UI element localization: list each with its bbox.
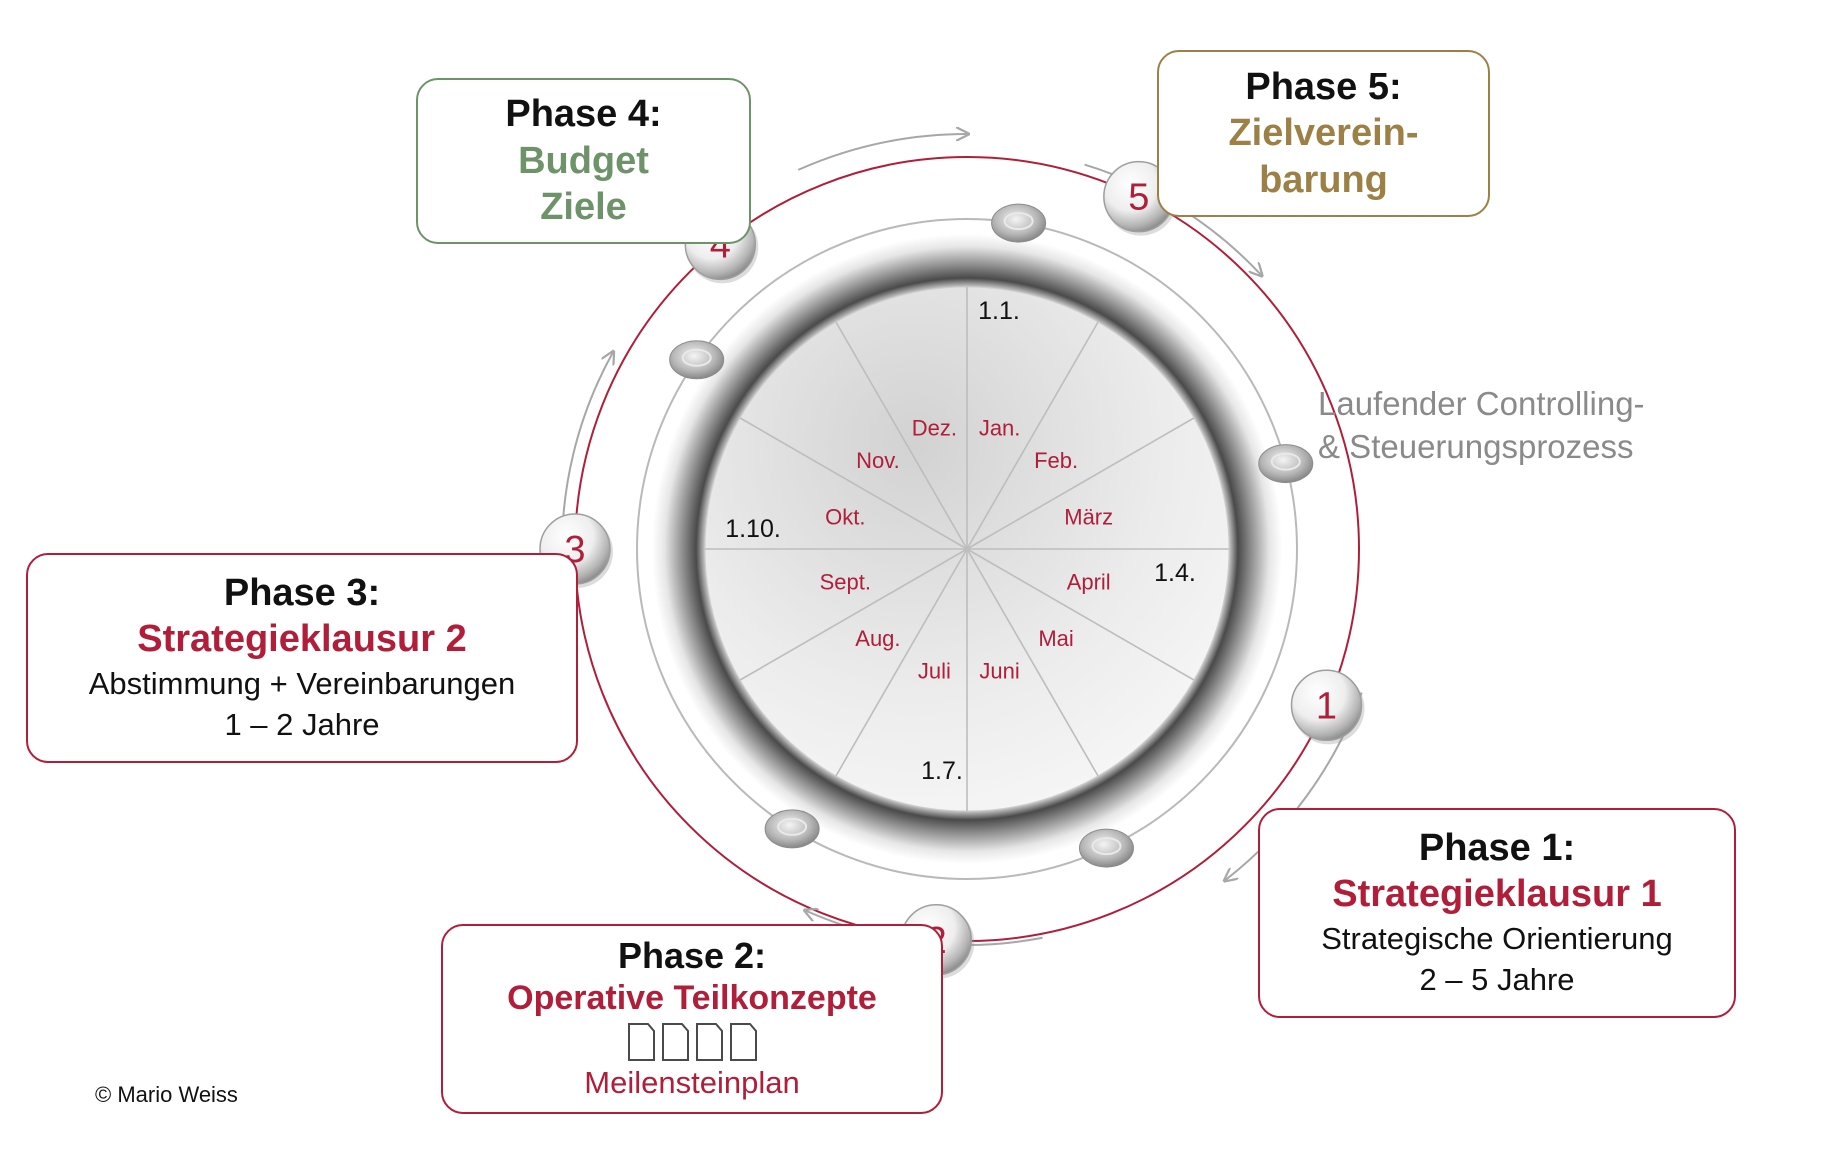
disc-marker-icon — [1258, 444, 1314, 484]
month-label: Sept. — [820, 570, 871, 595]
month-divider-line — [835, 321, 968, 550]
phase-5-subtitle-line: Zielverein- — [1228, 112, 1419, 155]
document-icon — [730, 1022, 757, 1061]
document-icon — [662, 1022, 689, 1061]
month-divider-line — [966, 417, 1195, 550]
document-icon — [696, 1022, 723, 1061]
phase-5-subtitle-line: barung — [1259, 158, 1388, 201]
month-label: Juli — [918, 659, 951, 684]
month-label: März — [1064, 504, 1113, 529]
controlling-track-ring — [636, 218, 1298, 880]
phase-3-description: Abstimmung + Vereinbarungen 1 – 2 Jahre — [89, 663, 516, 747]
phase-4-subtitle-line: Ziele — [540, 186, 627, 229]
controlling-label-line: & Steuerungsprozess — [1318, 427, 1634, 465]
quarter-date-label: 1.4. — [1154, 559, 1196, 587]
phase-2-subtitle-line: Operative Teilkonzepte — [507, 979, 877, 1018]
copyright-notice: © Mario Weiss — [95, 1082, 238, 1107]
quarter-date-label: 1.7. — [921, 757, 963, 785]
phase-2-description-line: Meilensteinplan — [584, 1064, 800, 1100]
month-label: Jan. — [979, 415, 1021, 440]
phase-3-description-line: Abstimmung + Vereinbarungen — [88, 665, 516, 701]
disc-marker-icon — [669, 340, 725, 380]
month-label: Mai — [1038, 626, 1073, 651]
month-label: Aug. — [855, 626, 900, 651]
phase-3-box: Phase 3: Strategieklausur 2 Abstimmung +… — [26, 553, 578, 763]
quarter-date-label: 1.10. — [725, 515, 781, 543]
phase-4-subtitle-line: Budget — [518, 139, 649, 182]
phase-5-box: Phase 5: Zielverein- barung — [1157, 50, 1490, 217]
phase-4-box: Phase 4: Budget Ziele — [416, 78, 751, 244]
document-icon — [628, 1022, 655, 1061]
month-divider-line — [739, 548, 968, 681]
document-icon-group — [626, 1022, 758, 1062]
phase-1-description-line: Strategische Orientierung — [1321, 920, 1673, 956]
phase-number-badge: 1 — [1290, 669, 1365, 745]
phase-2-title: Phase 2: — [617, 935, 767, 977]
month-label: April — [1067, 570, 1111, 595]
quarter-date-label: 1.1. — [978, 297, 1020, 325]
month-divider-line — [835, 548, 968, 777]
phase-1-box: Phase 1: Strategieklausur 1 Strategische… — [1258, 808, 1736, 1018]
phase-1-subtitle: Strategieklausur 1 — [1332, 871, 1661, 917]
month-divider-line — [739, 417, 968, 550]
phase-1-duration: 2 – 5 Jahre — [1419, 962, 1575, 998]
controlling-label: Laufender Controlling- & Steuerungsproze… — [1318, 383, 1645, 469]
phase-3-subtitle: Strategieklausur 2 — [137, 616, 466, 662]
phase-1-subtitle-line: Strategieklausur 1 — [1332, 873, 1662, 916]
phase-1-title: Phase 1: — [1418, 826, 1576, 869]
month-divider-line — [966, 548, 1099, 777]
phase-number: 5 — [1128, 177, 1149, 219]
phase-number: 1 — [1316, 685, 1337, 727]
month-label: Feb. — [1034, 448, 1078, 473]
controlling-label-line: Laufender Controlling- — [1318, 385, 1645, 422]
phase-4-title: Phase 4: — [505, 93, 662, 136]
phase-5-subtitle: Zielverein- barung — [1228, 110, 1418, 203]
phase-3-duration: 1 – 2 Jahre — [224, 707, 380, 743]
month-label: Juni — [979, 659, 1019, 684]
phase-4-subtitle: Budget Ziele — [518, 138, 649, 231]
phase-2-description: Meilensteinplan — [584, 1062, 799, 1104]
phase-3-subtitle-line: Strategieklausur 2 — [137, 618, 467, 661]
phase-2-subtitle: Operative Teilkonzepte — [507, 978, 877, 1019]
phase-3-title: Phase 3: — [223, 571, 381, 614]
month-divider-line — [966, 321, 1099, 550]
month-divider-line — [966, 548, 1195, 681]
disc-marker-icon — [764, 809, 820, 849]
phase-5-title: Phase 5: — [1245, 65, 1402, 108]
month-label: Okt. — [825, 504, 865, 529]
disc-marker-icon — [1078, 828, 1134, 868]
month-label: Dez. — [912, 415, 957, 440]
disc-marker-icon — [991, 203, 1047, 243]
month-label: Nov. — [856, 448, 900, 473]
curved-arrow-icon — [797, 134, 967, 171]
phase-1-description: Strategische Orientierung 2 – 5 Jahre — [1321, 918, 1673, 1002]
phase-2-box: Phase 2: Operative Teilkonzepte Meilenst… — [441, 924, 943, 1114]
